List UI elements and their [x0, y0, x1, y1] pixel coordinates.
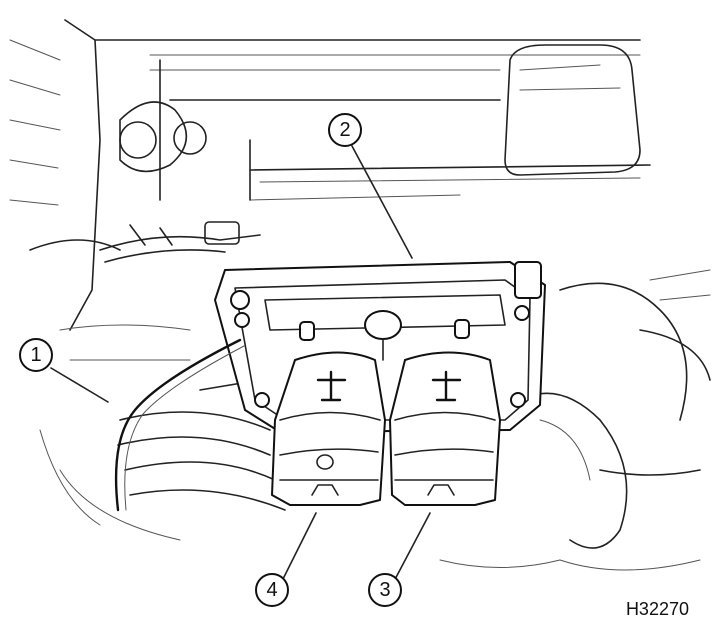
- ground-strap: [114, 338, 245, 512]
- figure-id: H32270: [625, 599, 689, 619]
- callout-4-label: 4: [266, 579, 277, 601]
- callout-1: 1: [19, 338, 53, 372]
- leader-lines: [50, 145, 431, 586]
- ignition-coil-right: [389, 351, 501, 506]
- callout-4: 4: [255, 573, 289, 607]
- engine-bay-background: [9, 19, 711, 571]
- callout-2-label: 2: [339, 119, 350, 141]
- callout-3-label: 3: [379, 579, 390, 601]
- callout-2: 2: [328, 113, 362, 147]
- callout-1-label: 1: [30, 344, 41, 366]
- ignition-coil-left: [271, 351, 386, 506]
- callout-3: 3: [368, 573, 402, 607]
